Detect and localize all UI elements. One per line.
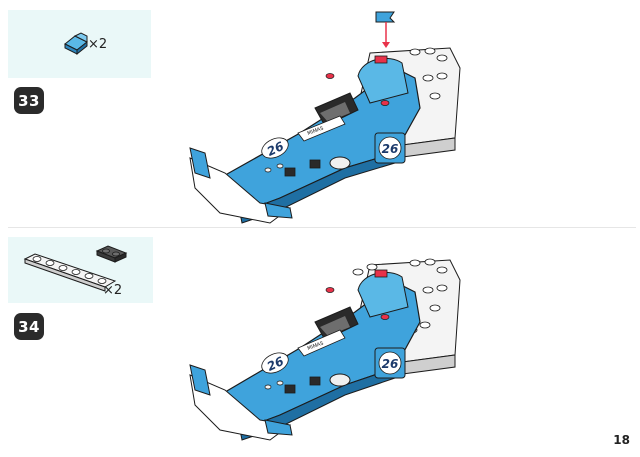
page-number: 18 [613, 433, 630, 447]
placement-arrow-icon [375, 11, 396, 48]
step-34-parts-callout: ×2 [8, 237, 153, 303]
step-number-badge: 34 [14, 313, 44, 340]
car-hood-number-label: 26 [265, 139, 286, 159]
step-divider [8, 227, 636, 228]
white-plate-1x6-icon [23, 253, 117, 292]
car-model-step-33: MIMAS 26 26 [189, 47, 461, 224]
car-number-label: 26 [382, 357, 399, 371]
parts-quantity: ×2 [88, 37, 108, 52]
car-number-label: 26 [382, 142, 399, 156]
blue-slope-brick-icon [64, 32, 88, 56]
step-number-badge: 33 [14, 87, 44, 114]
dark-gray-plate-1x2-icon [95, 245, 128, 263]
step-33-parts-callout: ×2 [8, 10, 151, 78]
parts-quantity: ×2 [103, 283, 123, 298]
car-hood-number-label: 26 [265, 354, 286, 374]
car-model-step-34: MIMAS 26 26 [189, 258, 461, 441]
svg-text:MIMAS: MIMAS [307, 126, 325, 137]
svg-text:MIMAS: MIMAS [307, 341, 325, 352]
